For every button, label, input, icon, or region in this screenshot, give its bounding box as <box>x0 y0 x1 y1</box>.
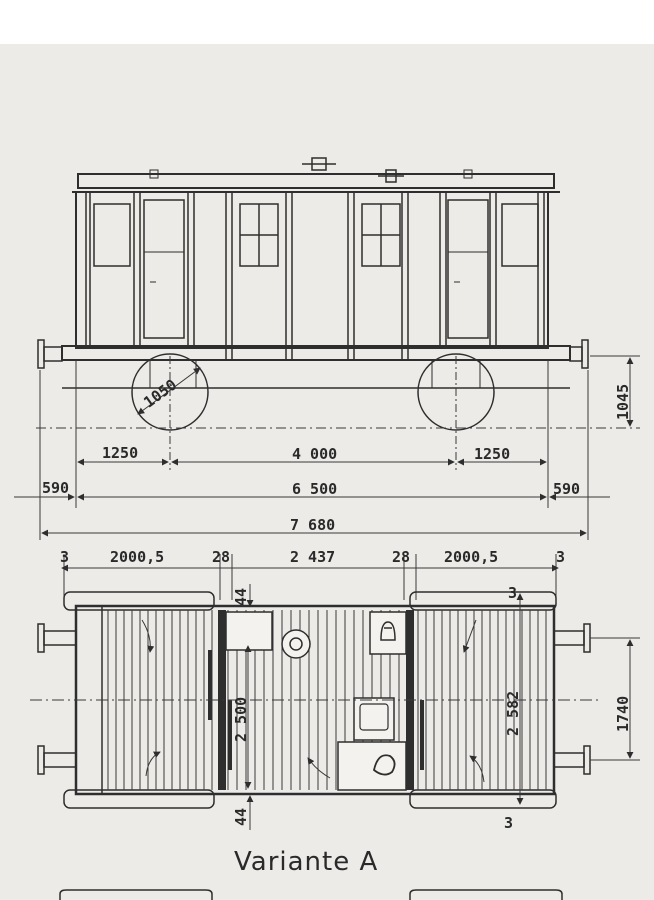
roof-lamp-icon <box>302 157 336 171</box>
sliding-door-left-inner <box>228 700 232 770</box>
wheel-diameter-line <box>137 367 201 415</box>
end-window-left <box>93 203 131 267</box>
sliding-door-right-inner <box>420 700 424 770</box>
wheel-right <box>417 353 495 431</box>
side-window-left <box>239 203 279 267</box>
door-swing-arrow <box>462 619 477 653</box>
car-body <box>75 191 549 349</box>
side-elevation: 1050 1045 1250 4 000 1250 590 6 500 590 … <box>14 157 640 540</box>
overhang-right-label: 1250 <box>474 445 510 463</box>
wheel-diameter-label: 1050 <box>140 376 180 412</box>
door-swing-arrow <box>141 619 155 653</box>
section-right-label: 2000,5 <box>444 548 498 566</box>
next-drawing-edge <box>59 889 563 900</box>
section-middle-label: 2 437 <box>290 548 335 566</box>
step-top-right <box>409 591 557 611</box>
step-top-left <box>63 591 215 611</box>
wall-left-label: 3 <box>60 548 69 566</box>
door-left <box>143 199 185 339</box>
washbasin <box>369 611 407 655</box>
washbasin-icon <box>380 621 396 641</box>
body-length-label: 6 500 <box>292 480 337 498</box>
plan-view: 3 2000,5 28 2 437 28 2000,5 3 <box>30 548 640 832</box>
drawing-caption: Variante A <box>234 847 378 877</box>
step-bottom-left <box>63 789 215 809</box>
buffer-spacing-label: 1740 <box>614 696 632 732</box>
end-window-right <box>501 203 539 267</box>
cabinet-left <box>225 611 273 651</box>
side-window-right <box>361 203 401 267</box>
door-right <box>447 199 489 339</box>
inner-width-label: 2 500 <box>232 697 250 742</box>
wall-top-right-label: 3 <box>508 584 517 602</box>
sliding-door-left <box>208 650 212 720</box>
roof <box>77 173 555 189</box>
partition-right-label: 28 <box>392 548 410 566</box>
step-bottom-right <box>409 789 557 809</box>
outer-width-label: 2 582 <box>504 691 522 736</box>
wall-right-label: 3 <box>556 548 565 566</box>
partition-left-label: 28 <box>212 548 230 566</box>
toilet-box <box>337 741 407 791</box>
wheelbase-label: 4 000 <box>292 445 337 463</box>
toilet-icon <box>372 754 396 776</box>
buffer-left-icon <box>37 339 63 369</box>
buffer-left-label: 590 <box>42 479 69 497</box>
overhang-left-label: 1250 <box>102 444 138 462</box>
buffer-right-icon <box>569 339 589 369</box>
gap-bottom-label: 44 <box>232 808 250 826</box>
section-left-label: 2000,5 <box>110 548 164 566</box>
sliding-door-right <box>408 652 412 718</box>
roof-lamp-icon <box>378 169 404 183</box>
roof-vent-icon <box>463 169 473 179</box>
height-label: 1045 <box>614 384 632 420</box>
buffer-right-label: 590 <box>553 480 580 498</box>
gap-top-label: 44 <box>232 588 250 606</box>
roof-vent-icon <box>149 169 159 179</box>
stove-icon <box>281 629 311 659</box>
door-swing-arrow <box>307 757 331 779</box>
wheel-left <box>131 353 209 431</box>
door-swing-arrow <box>469 755 485 783</box>
body-pillars <box>85 192 545 360</box>
wall-bottom-right-label: 3 <box>504 814 513 832</box>
total-length-label: 7 680 <box>290 516 335 534</box>
door-swing-arrow <box>145 751 161 777</box>
